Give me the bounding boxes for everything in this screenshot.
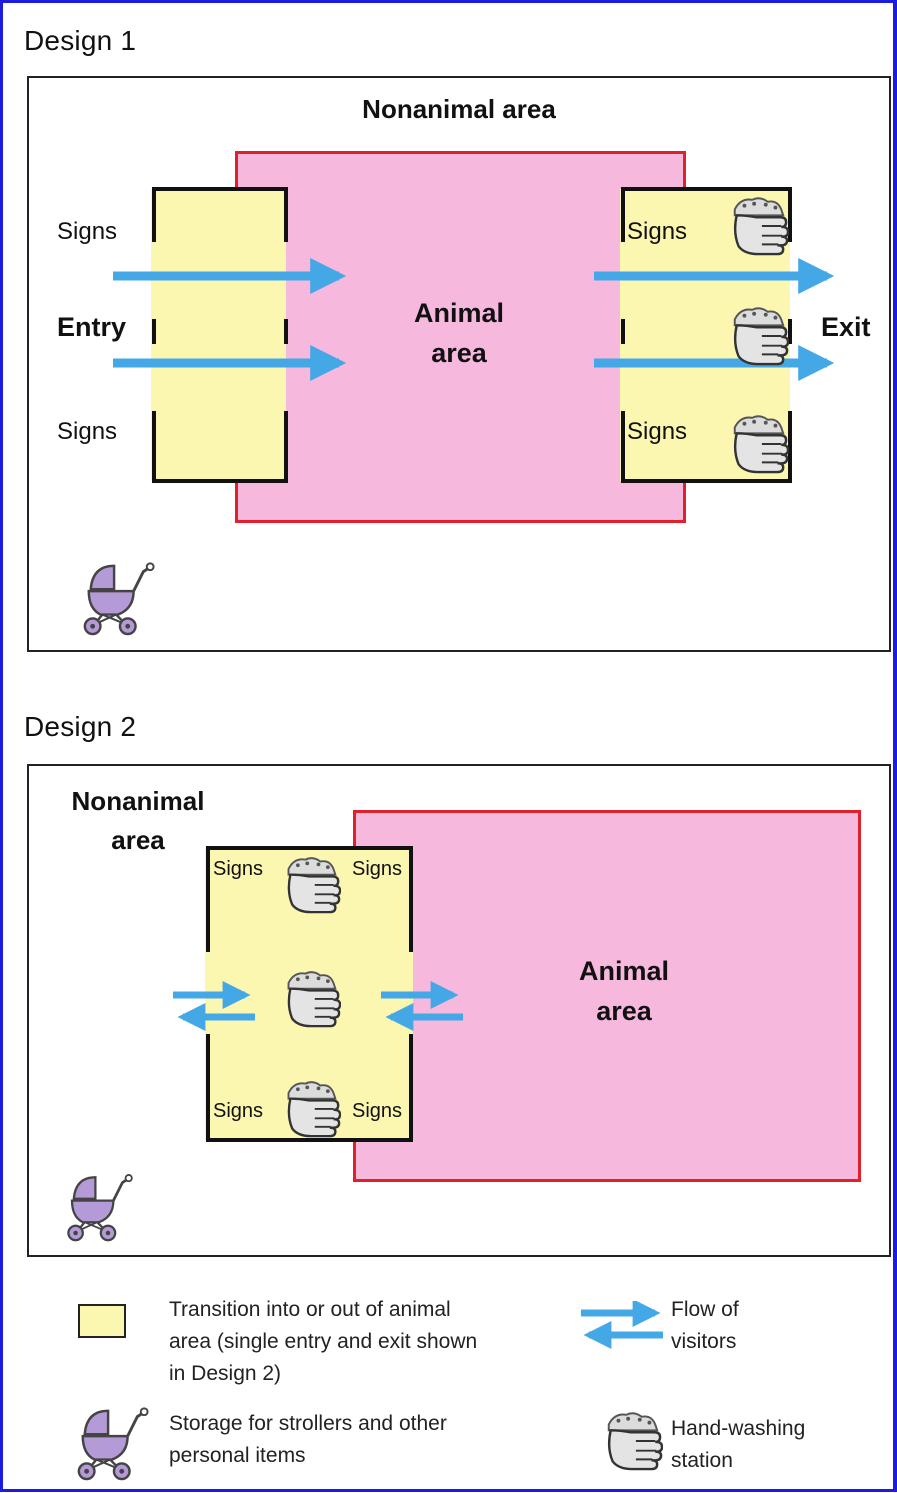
design1-entry-signs-top: Signs xyxy=(57,218,118,245)
design2-nonanimal-label: Nonanimal area xyxy=(53,782,223,860)
design1-title: Design 1 xyxy=(24,25,137,56)
design2-signs-bottom-left: Signs xyxy=(213,1100,264,1122)
legend-handwash-text: Hand-washing station xyxy=(671,1413,805,1477)
design1-nonanimal-label: Nonanimal area xyxy=(362,94,556,124)
design1-exit-walls xyxy=(621,187,792,483)
design2-animal-label-line2: area xyxy=(596,996,652,1026)
design2-title: Design 2 xyxy=(24,711,137,742)
legend-transition-text: Transition into or out of animal area (s… xyxy=(169,1294,477,1390)
hand-washing-icon xyxy=(601,1409,663,1471)
hand-washing-icon xyxy=(281,854,341,914)
design1-entry-signs-bottom: Signs xyxy=(57,418,118,445)
hand-washing-icon xyxy=(727,412,789,474)
legend-handwash-line2: station xyxy=(671,1449,733,1472)
legend-flow-line2: visitors xyxy=(671,1330,737,1353)
legend-flow-line1: Flow of xyxy=(671,1298,739,1321)
design2-flow-arrows xyxy=(173,981,463,1031)
legend-transition-line1: Transition into or out of animal xyxy=(169,1298,451,1321)
design2-panel: Nonanimal area Animal area xyxy=(27,764,891,1257)
design1-flow-arrows xyxy=(113,258,835,381)
design1-entry-label: Entry xyxy=(57,312,127,342)
legend-flow-text: Flow of visitors xyxy=(671,1294,739,1358)
design2-signs-top-left: Signs xyxy=(213,858,264,880)
design1-panel: Nonanimal area Animal area xyxy=(27,76,891,652)
legend-storage-text: Storage for strollers and other personal… xyxy=(169,1408,447,1472)
design2-animal-label: Animal area xyxy=(524,951,724,1031)
design1-animal-area xyxy=(235,151,686,523)
design1-animal-label-line1: Animal xyxy=(413,298,505,328)
design2-nonanimal-label-line1: Nonanimal xyxy=(71,786,205,816)
design2-animal-label-line1: Animal xyxy=(578,956,670,986)
stroller-icon xyxy=(79,558,157,636)
design1-entry-walls xyxy=(152,187,288,483)
hand-washing-icon xyxy=(727,304,789,366)
design2-signs-bottom-right: Signs xyxy=(352,1100,403,1122)
design1-exit-label: Exit xyxy=(821,312,871,342)
legend-storage-line1: Storage for strollers and other xyxy=(169,1412,447,1435)
hand-washing-icon xyxy=(727,194,789,256)
legend-transition-line3: in Design 2) xyxy=(169,1362,282,1385)
legend-transition-swatch xyxy=(78,1304,126,1338)
design1-entry-transition xyxy=(151,189,286,481)
flow-arrow-icon xyxy=(581,1301,663,1349)
stroller-icon xyxy=(63,1170,135,1242)
design1-animal-label-line2: area xyxy=(431,338,487,368)
stroller-icon xyxy=(73,1403,151,1481)
hand-washing-icon xyxy=(281,1078,341,1138)
legend-storage-line2: personal items xyxy=(169,1444,306,1467)
hand-washing-icon xyxy=(281,968,341,1028)
design2-transition-walls xyxy=(206,846,413,1142)
design2-signs-top-right: Signs xyxy=(352,858,403,880)
design1-animal-label: Animal area xyxy=(359,293,559,373)
design1-exit-signs-top: Signs xyxy=(627,218,688,245)
legend-handwash-line1: Hand-washing xyxy=(671,1417,806,1440)
legend-transition-line2: area (single entry and exit shown xyxy=(169,1330,478,1353)
design1-exit-signs-bottom: Signs xyxy=(627,418,688,445)
design2-nonanimal-label-line2: area xyxy=(111,825,165,855)
